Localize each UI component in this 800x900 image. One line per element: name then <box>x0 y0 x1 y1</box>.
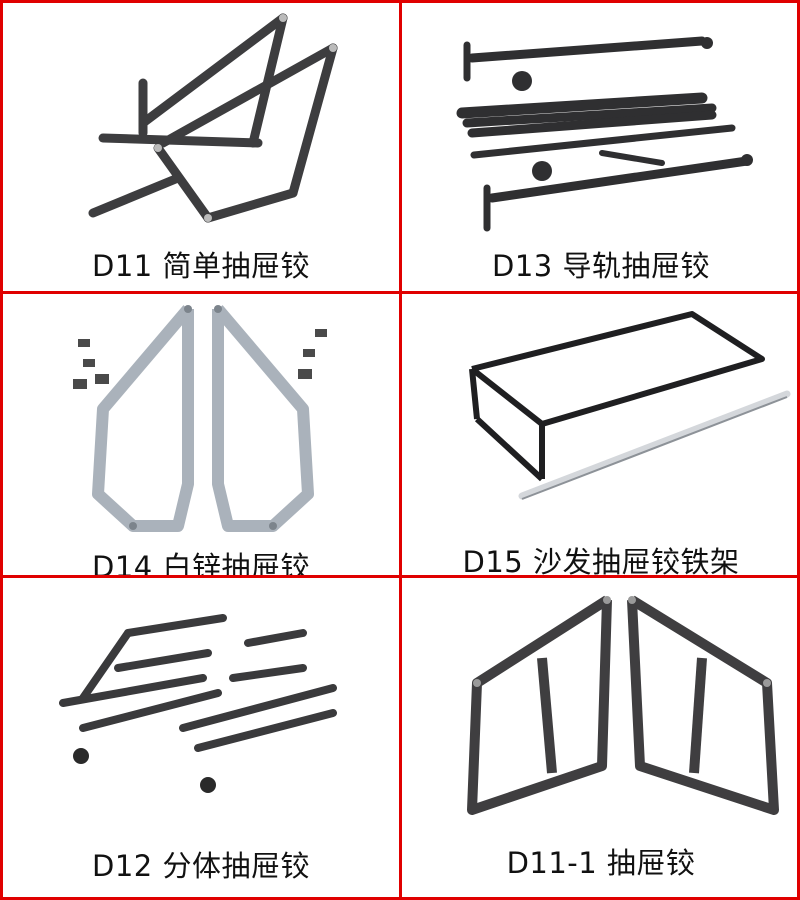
d14-zinc-hinge-image <box>73 305 327 532</box>
caption-d14: D14 白锌抽屉铰 <box>92 550 310 575</box>
grid-divider-horizontal-1 <box>3 291 797 294</box>
panel-d12: D12 分体抽屉铰 <box>3 578 399 900</box>
d15-frame-image <box>469 311 791 500</box>
panel-d13: D13 导轨抽屉铰 <box>402 3 800 291</box>
d11-hinge-image <box>88 13 338 223</box>
grid-divider-horizontal-2 <box>3 575 797 578</box>
d11-1-hinge-image <box>467 595 779 815</box>
d13-rail-image <box>456 36 753 232</box>
panel-d15: D15 沙发抽屉铰铁架 <box>402 294 800 575</box>
grid-divider-vertical <box>399 3 402 897</box>
caption-d13: D13 导轨抽屉铰 <box>492 249 710 283</box>
caption-d15: D15 沙发抽屉铰铁架 <box>462 545 740 575</box>
caption-d11: D11 简单抽屉铰 <box>92 249 310 283</box>
d12-split-hinge-image <box>59 614 337 793</box>
panel-d11: D11 简单抽屉铰 <box>3 3 399 291</box>
caption-d12: D12 分体抽屉铰 <box>92 849 310 883</box>
caption-d11-1: D11-1 抽屉铰 <box>506 846 696 880</box>
panel-d14: D14 白锌抽屉铰 <box>3 294 399 575</box>
panel-d11-1: D11-1 抽屉铰 <box>402 578 800 900</box>
